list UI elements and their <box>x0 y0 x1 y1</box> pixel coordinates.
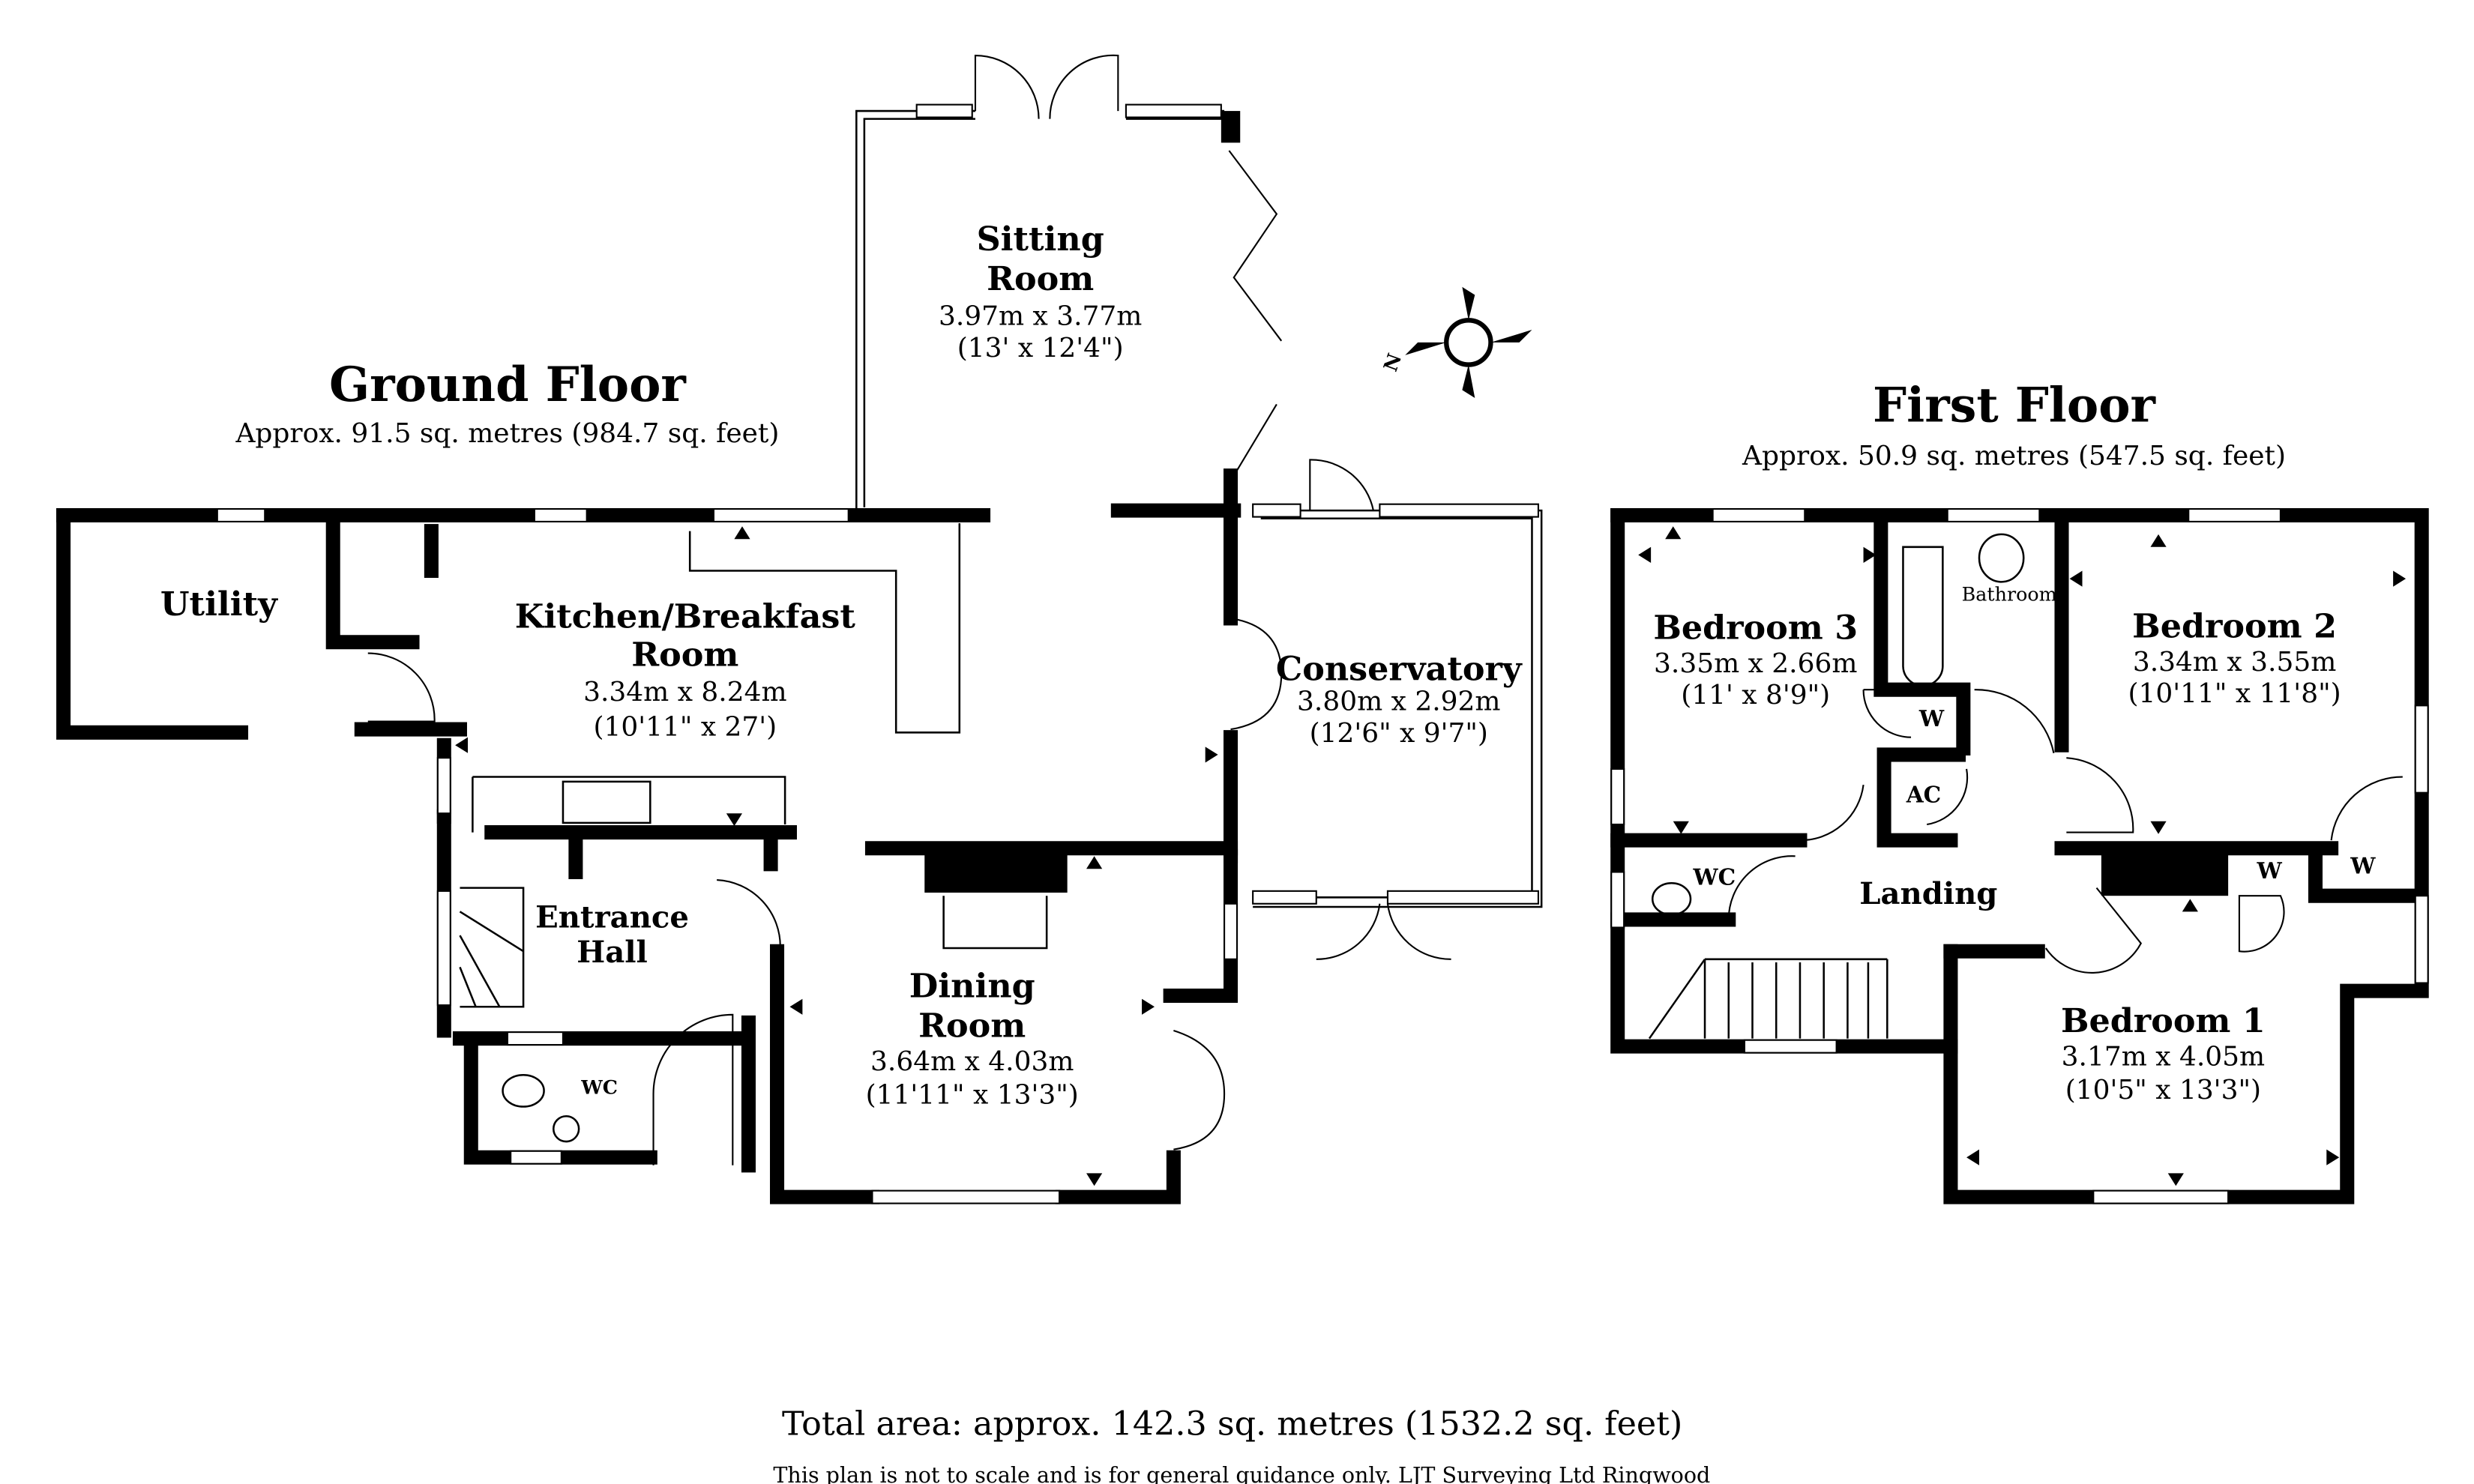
dining-room-metric: 3.64m x 4.03m <box>870 1046 1074 1077</box>
bathroom-name: Bathroom <box>1962 583 2057 606</box>
sitting-room-name-line2: Room <box>987 259 1094 298</box>
sitting-room-name-line1: Sitting <box>977 220 1104 259</box>
wardrobe-2-label: W <box>2256 857 2282 884</box>
bedroom3-imperial: (11' x 8'9") <box>1681 680 1830 711</box>
dining-room-line2: Room <box>918 1006 1026 1045</box>
utility-name: Utility <box>160 585 278 624</box>
total-area: Total area: approx. 142.3 sq. metres (15… <box>782 1405 1682 1443</box>
dining-room-imperial: (11'11" x 13'3") <box>866 1079 1079 1110</box>
entrance-hall-line2: Hall <box>577 935 648 970</box>
ground-floor-walls <box>56 109 1543 1204</box>
ground-floor-title: Ground Floor <box>329 356 687 412</box>
ground-floor-windows <box>216 103 1539 1204</box>
wardrobe-3-label: W <box>2350 853 2376 879</box>
sitting-room-imperial: (13' x 12'4") <box>957 333 1124 364</box>
bedroom2-imperial: (10'11" x 11'8") <box>2128 678 2341 709</box>
kitchen-imperial: (10'11" x 27') <box>593 712 777 743</box>
first-floor-walls <box>1610 507 2429 1204</box>
kitchen-metric: 3.34m x 8.24m <box>583 677 786 708</box>
conservatory-name: Conservatory <box>1276 649 1523 688</box>
compass-north-label: N <box>1379 350 1406 374</box>
footer: Total area: approx. 142.3 sq. metres (15… <box>773 1405 1710 1484</box>
first-floor-doors <box>1727 689 2403 974</box>
landing-label: Landing <box>1859 876 1997 911</box>
airing-cupboard-label: AC <box>1906 781 1942 807</box>
compass-icon: N <box>1379 286 1532 398</box>
bedroom1-metric: 3.17m x 4.05m <box>2062 1042 2265 1073</box>
ground-wc-name: WC <box>580 1076 618 1099</box>
first-wc-label: WC <box>1692 863 1736 890</box>
conservatory-imperial: (12'6" x 9'7") <box>1310 718 1488 749</box>
bedroom1-name: Bedroom 1 <box>2061 1001 2266 1040</box>
entrance-hall-line1: Entrance <box>535 900 689 935</box>
first-floor-chimney <box>2101 848 2229 896</box>
bedroom2-metric: 3.34m x 3.55m <box>2133 647 2336 678</box>
conservatory-metric: 3.80m x 2.92m <box>1297 687 1500 717</box>
bedroom3-metric: 3.35m x 2.66m <box>1654 648 1857 679</box>
disclaimer: This plan is not to scale and is for gen… <box>773 1462 1710 1484</box>
chimney-breast <box>924 848 1068 893</box>
ground-floor-area: Approx. 91.5 sq. metres (984.7 sq. feet) <box>235 418 779 449</box>
first-floor-area: Approx. 50.9 sq. metres (547.5 sq. feet) <box>1742 441 2286 471</box>
dining-room-line1: Dining <box>909 967 1035 1006</box>
sitting-room-metric: 3.97m x 3.77m <box>939 301 1142 332</box>
ground-floor-doors <box>367 54 1451 1165</box>
bedroom1-imperial: (10'5" x 13'3") <box>2065 1075 2261 1106</box>
wardrobe-1-label: W <box>1918 705 1945 732</box>
kitchen-name-line2: Room <box>631 635 738 674</box>
kitchen-name-line1: Kitchen/Breakfast <box>515 597 856 636</box>
first-floor-labels: First Floor Approx. 50.9 sq. metres (547… <box>1653 377 2376 1106</box>
ground-floor-labels: Ground Floor Approx. 91.5 sq. metres (98… <box>160 220 1523 1110</box>
first-floor-title: First Floor <box>1873 377 2157 433</box>
first-floor-windows <box>1610 507 2429 1204</box>
bedroom3-name: Bedroom 3 <box>1653 608 1858 647</box>
bedroom2-name: Bedroom 2 <box>2132 606 2337 645</box>
measurement-arrows <box>455 526 2407 1186</box>
